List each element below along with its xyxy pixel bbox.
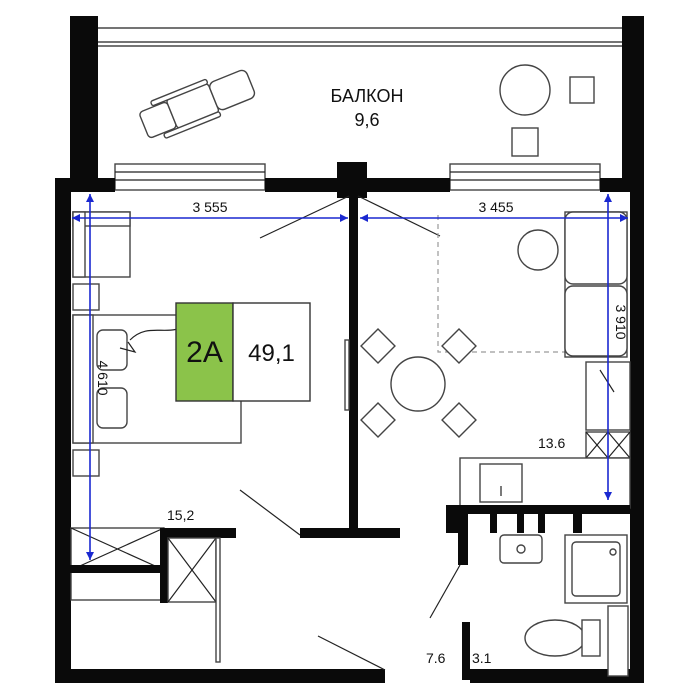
balcony-table-icon (499, 64, 551, 116)
kitchen-width-dimension: 3 455 (478, 199, 513, 215)
kitchen-depth-dimension: 3 910 (613, 304, 629, 339)
lounge-chair-icon (139, 69, 256, 139)
bedroom-depth-dimension: 4 610 (95, 360, 111, 395)
unit-area-box (232, 302, 311, 402)
toilet-icon (524, 619, 601, 657)
hall: 7.6 (167, 537, 446, 666)
nightstand-icon (72, 449, 100, 477)
bedroom-width-dimension: 3 555 (192, 199, 227, 215)
partition-wall (349, 192, 358, 528)
unit-badge: 2А 49,1 (175, 302, 311, 402)
bath-area: 3.1 (472, 650, 492, 666)
unit-type-box (175, 302, 234, 402)
sofa-icon (564, 211, 628, 358)
balcony-chair-icon (569, 76, 595, 104)
balcony-chair-icon (511, 127, 539, 157)
dimension-lines (72, 194, 628, 560)
coffee-table-icon (517, 229, 559, 271)
kitchen-area: 13.6 (538, 435, 565, 451)
dining-table-icon (390, 356, 446, 412)
balcony-name: БАЛКОН (331, 86, 404, 106)
kitchen: 13.6 (360, 211, 631, 509)
bathroom: 3.1 (317, 505, 630, 680)
balcony: БАЛКОН 9,6 (70, 16, 644, 191)
unit-type: 2А (186, 336, 223, 369)
kitchen-sink-icon (479, 463, 523, 503)
hall-area: 7.6 (426, 650, 446, 666)
nightstand-icon (72, 283, 100, 311)
outer-walls (55, 162, 644, 683)
bedroom-area: 15,2 (167, 507, 194, 523)
unit-area: 49,1 (248, 340, 295, 367)
balcony-area: 9,6 (354, 110, 379, 130)
wardrobe-icon (70, 527, 165, 601)
